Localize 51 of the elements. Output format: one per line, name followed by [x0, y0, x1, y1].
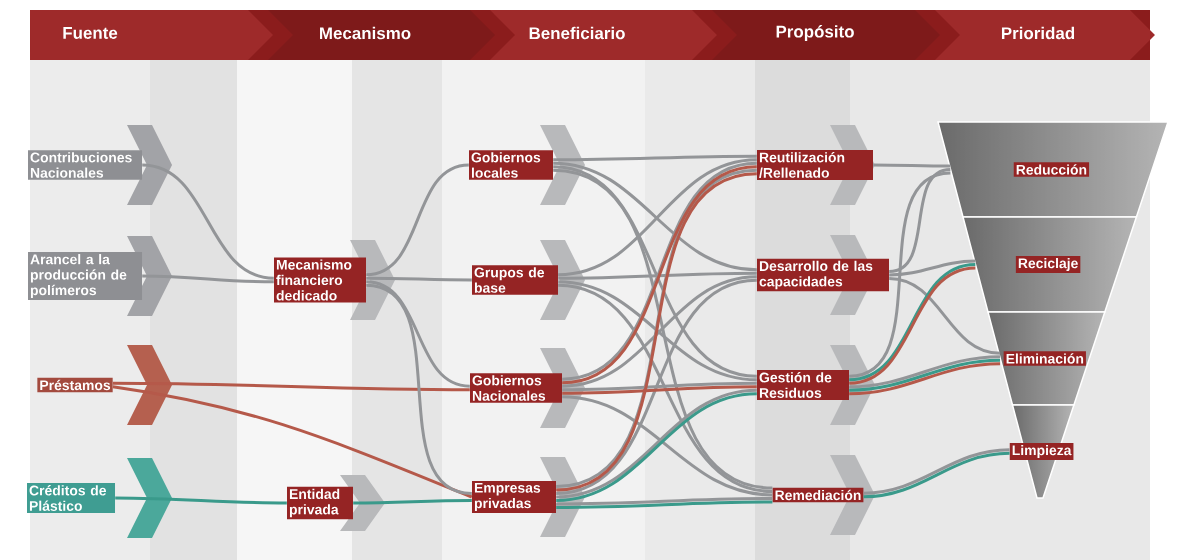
column-heading: Propósito — [776, 25, 854, 41]
chevron-box: Créditos de Plástico — [27, 458, 172, 538]
node-label: Grupos de base — [474, 267, 545, 293]
node-label: Gobiernos Nacionales — [472, 375, 546, 401]
column-heading: Prioridad — [1001, 26, 1075, 40]
chevron-box: Empresas privadas — [472, 457, 585, 537]
node-label: Contribuciones Nacionales — [30, 152, 132, 178]
flow-line — [112, 385, 473, 499]
flow-line — [873, 163, 951, 168]
flow-line — [366, 276, 472, 282]
flow-line — [889, 277, 1001, 355]
chevron-box: Contribuciones Nacionales — [28, 125, 172, 205]
flow-line — [889, 259, 976, 277]
node-label: Gestión de Residuos — [759, 372, 832, 398]
flow-line — [365, 163, 470, 277]
flow-line — [888, 168, 951, 273]
node-label: Entidad privada — [289, 488, 340, 518]
flow-line — [365, 283, 473, 495]
chevron-box: Remediación — [772, 455, 875, 535]
node-label: Créditos de Plástico — [29, 485, 107, 511]
flow-line — [365, 280, 471, 388]
flow-line — [848, 171, 951, 378]
chevron-box: Reutilización /Rellenado — [757, 125, 875, 205]
column-heading: Mecanismo — [320, 26, 411, 40]
chevron-box: Entidad privada — [287, 475, 385, 531]
chevron-box: Gestión de Residuos — [757, 345, 875, 425]
flow-line — [112, 381, 470, 392]
flow-line — [558, 271, 757, 280]
flow-line — [562, 395, 773, 497]
flow-line — [115, 496, 287, 505]
flow-line — [562, 381, 757, 392]
chevron-box: Grupos de base — [472, 240, 585, 320]
chevron-box: Gobiernos locales — [469, 125, 585, 205]
flow-line — [556, 497, 773, 506]
column-heading: Beneficiario — [529, 26, 625, 40]
node-label: Préstamos — [40, 379, 111, 391]
flow-line — [142, 274, 274, 284]
chevron-box: Desarrollo de las capacidades — [757, 235, 889, 315]
chevron-box: Mecanismo financiero dedicado — [274, 240, 395, 320]
chevron-box: Arancel a la producción de polímeros — [28, 236, 172, 316]
flow-line — [562, 385, 757, 395]
flow-line — [556, 500, 773, 509]
chevron-box: Préstamos — [37, 345, 172, 425]
column-heading: Fuente — [63, 27, 118, 39]
chevron-box: Gobiernos Nacionales — [470, 348, 585, 428]
flow-line — [142, 163, 275, 280]
node-label: Empresas privadas — [474, 483, 541, 511]
flow-line — [553, 154, 757, 162]
node-label: Reutilización /Rellenado — [759, 152, 845, 178]
flow-line — [353, 499, 472, 505]
node-label: Gobiernos locales — [471, 152, 541, 178]
